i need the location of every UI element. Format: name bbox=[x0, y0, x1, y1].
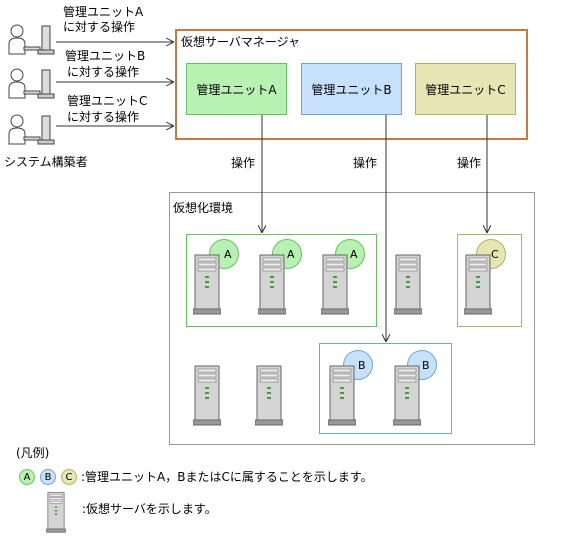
operator-icon-b bbox=[6, 66, 56, 100]
management-unit-a-label: 管理ユニットA bbox=[196, 82, 277, 97]
operator-b-label-2: に対する操作 bbox=[67, 65, 140, 79]
virtual-server-icon bbox=[192, 364, 222, 426]
operator-icon-c bbox=[6, 112, 56, 146]
operator-a-label-2: に対する操作 bbox=[63, 20, 136, 34]
management-unit-c: 管理ユニットC bbox=[415, 63, 516, 115]
operation-label-a: 操作 bbox=[231, 156, 256, 170]
legend-server-icon bbox=[46, 491, 66, 533]
unit-a-badge-1: A bbox=[209, 239, 239, 269]
management-unit-b: 管理ユニットB bbox=[301, 63, 402, 115]
legend-title: (凡例) bbox=[16, 446, 50, 460]
management-unit-a: 管理ユニットA bbox=[186, 63, 287, 115]
legend-unit-description: :管理ユニットA，BまたはCに属することを示します。 bbox=[81, 470, 373, 484]
operation-label-b: 操作 bbox=[353, 156, 378, 170]
system-builder-label: システム構築者 bbox=[4, 155, 88, 169]
operator-icon-a bbox=[6, 22, 56, 56]
legend-circle-b: B bbox=[40, 469, 56, 485]
virtual-server-icon bbox=[320, 253, 350, 315]
operator-a-label-1: 管理ユニットA bbox=[63, 5, 144, 19]
operator-b-label-1: 管理ユニットB bbox=[65, 49, 146, 63]
virtual-server-icon bbox=[393, 253, 423, 315]
virtual-server-icon bbox=[327, 364, 357, 426]
operation-label-c: 操作 bbox=[457, 156, 482, 170]
virtualization-environment-title: 仮想化環境 bbox=[173, 201, 234, 215]
legend-circle-c: C bbox=[61, 469, 77, 485]
virtualization-environment-box bbox=[169, 192, 535, 445]
management-unit-c-label: 管理ユニットC bbox=[425, 82, 506, 97]
unit-b-badge-2: B bbox=[407, 350, 437, 380]
virtual-server-icon bbox=[254, 364, 284, 426]
operator-c-label-2: に対する操作 bbox=[67, 110, 140, 124]
virtual-server-icon bbox=[192, 253, 222, 315]
management-unit-b-label: 管理ユニットB bbox=[311, 82, 392, 97]
unit-b-group bbox=[319, 343, 452, 434]
virtual-server-icon bbox=[392, 364, 422, 426]
operator-c-label-1: 管理ユニットC bbox=[67, 94, 148, 108]
unit-c-group bbox=[457, 234, 522, 327]
virtual-server-icon bbox=[257, 253, 287, 315]
virtual-server-manager-title: 仮想サーバマネージャ bbox=[181, 35, 301, 49]
legend-circle-a: A bbox=[19, 469, 35, 485]
unit-a-group bbox=[186, 234, 377, 327]
virtual-server-manager-box bbox=[175, 29, 528, 140]
unit-c-badge: C bbox=[476, 239, 506, 269]
legend-server-description: :仮想サーバを示します。 bbox=[82, 502, 217, 516]
virtual-server-icon bbox=[463, 253, 493, 315]
